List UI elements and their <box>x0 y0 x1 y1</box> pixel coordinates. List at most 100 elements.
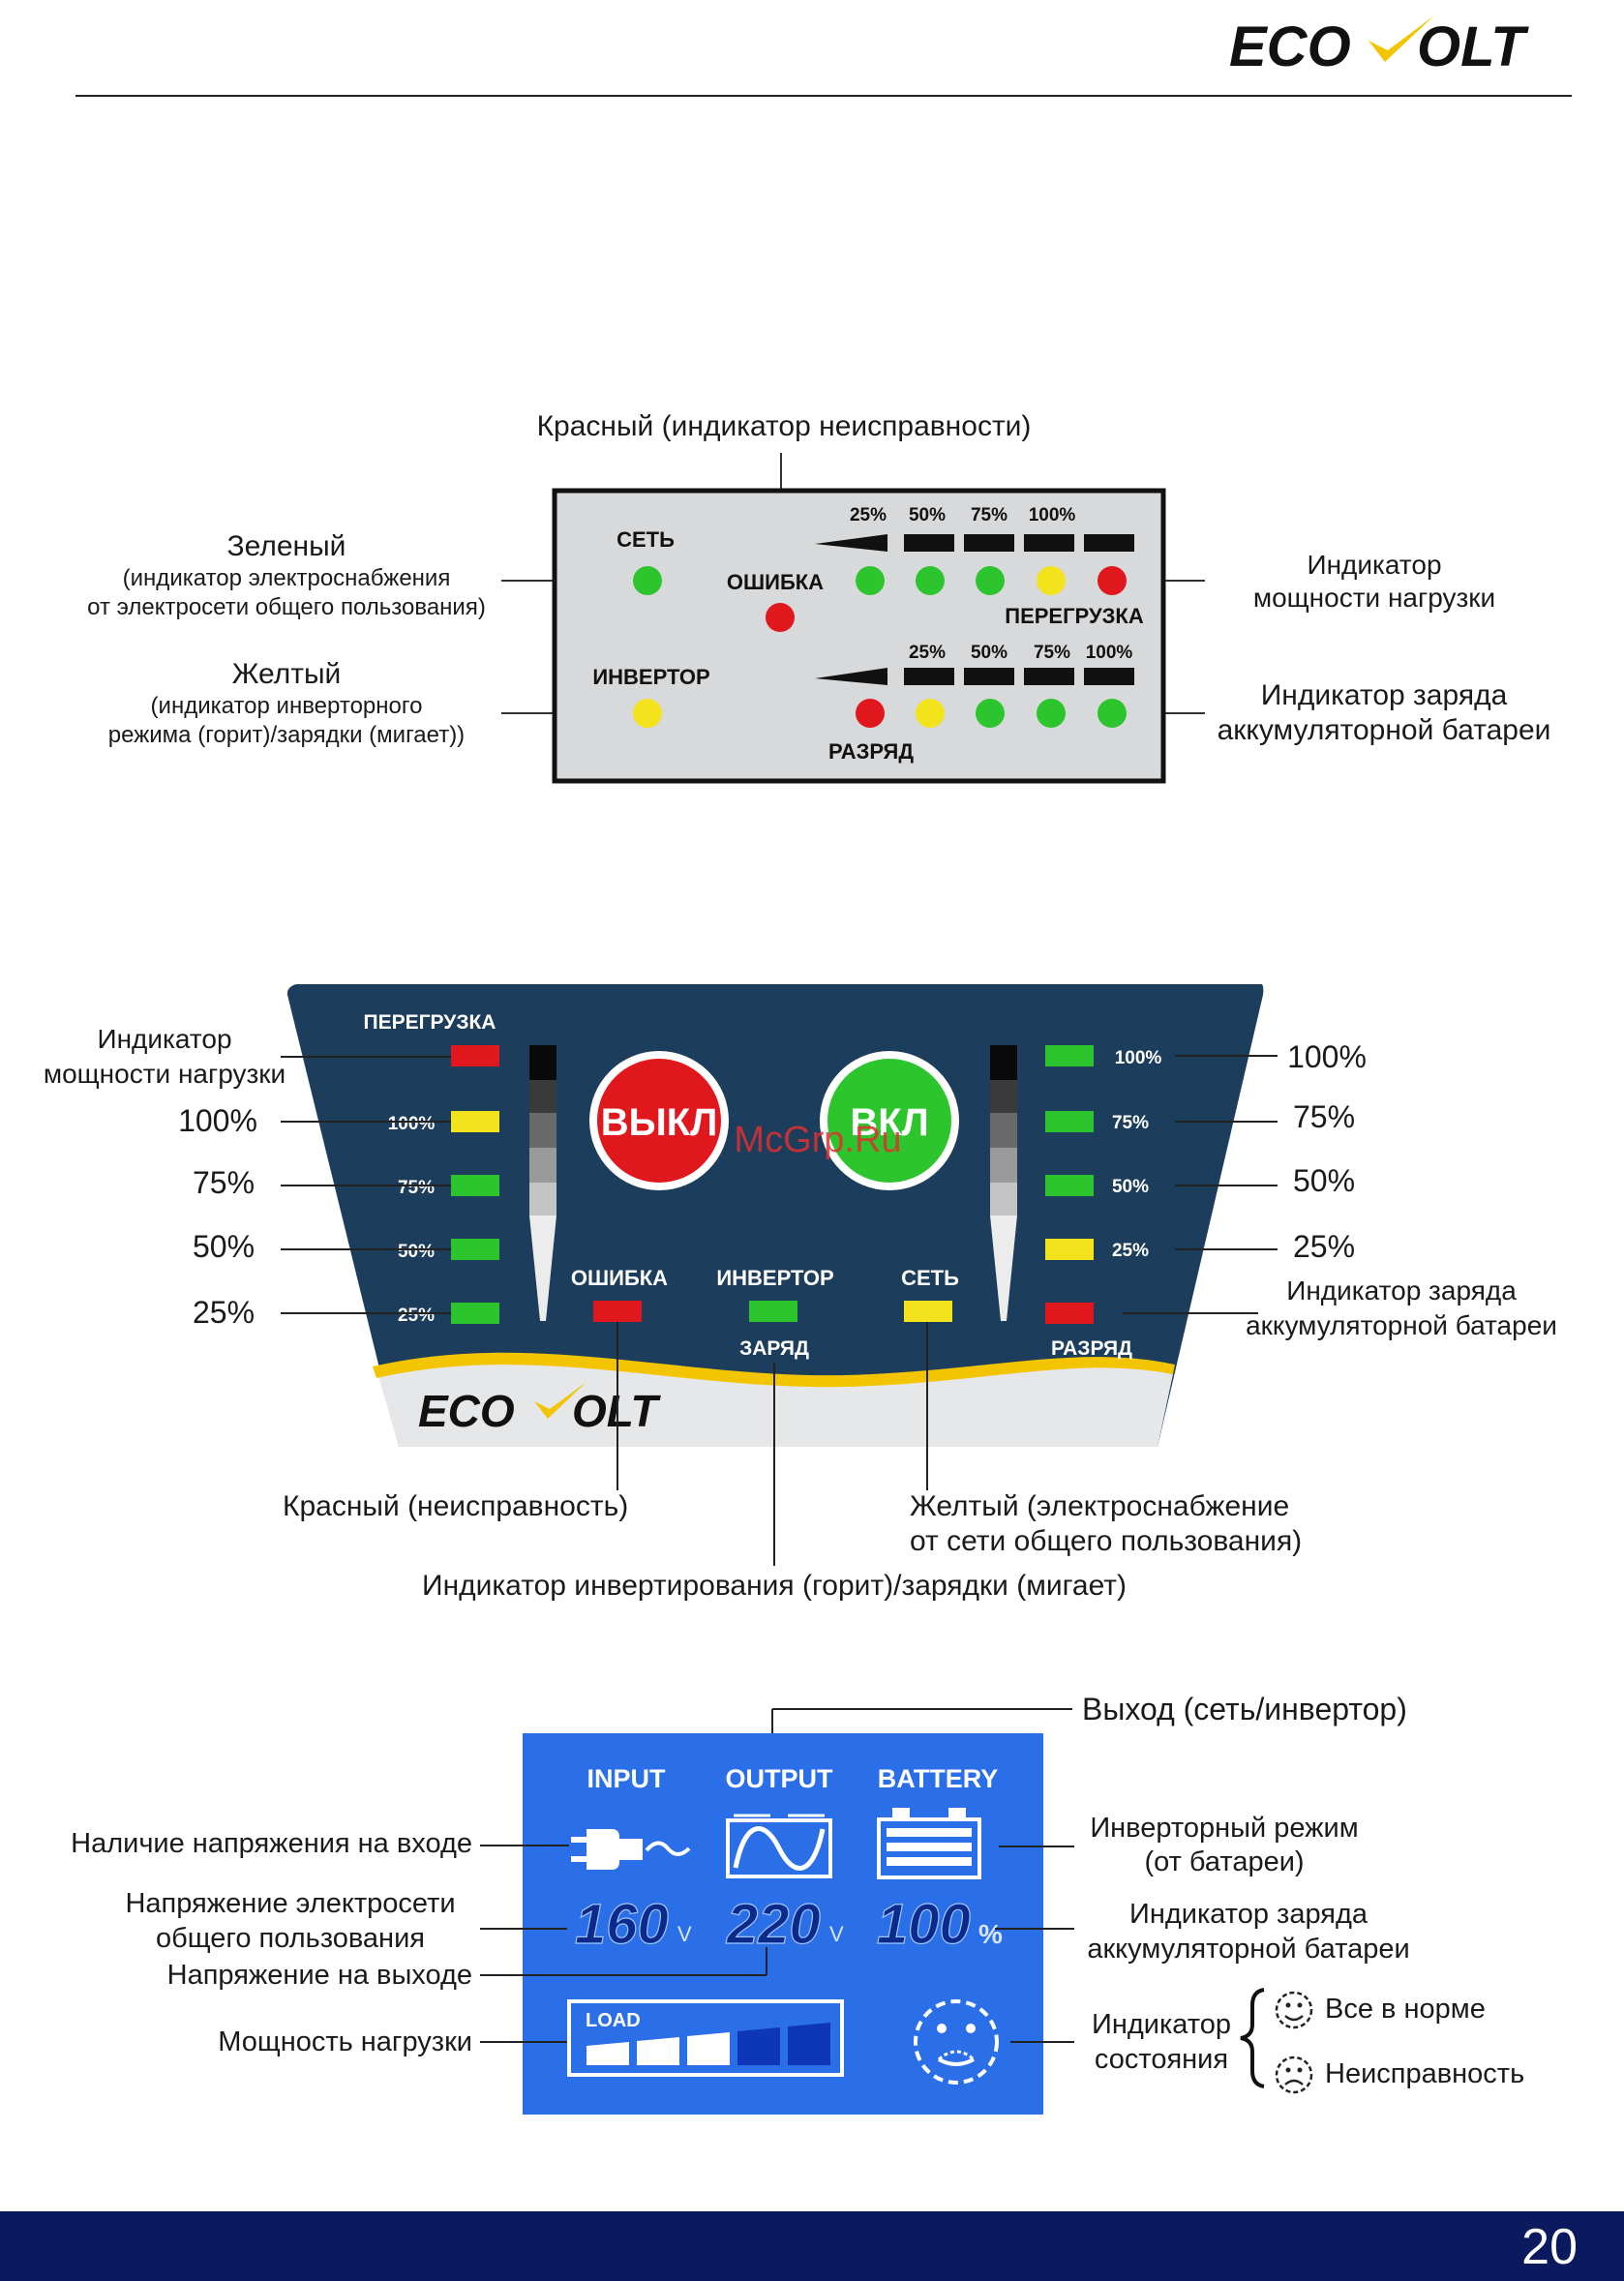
p2-error-led <box>593 1301 642 1322</box>
p2-error-label: ОШИБКА <box>571 1266 668 1290</box>
p3-output-callout: Выход (сеть/инвертор) <box>1082 1692 1407 1726</box>
battery-icon <box>877 1808 981 1879</box>
p3-load-segment <box>788 2023 830 2065</box>
p2-on-button[interactable] <box>827 1059 951 1183</box>
p2-callout-line-inverter <box>773 1490 775 1566</box>
p3-battery-unit: % <box>978 1919 1003 1949</box>
p3-battery-label: BATTERY <box>878 1764 999 1793</box>
p2-left-callout: 50% <box>192 1229 256 1264</box>
p2-left-callout: 25% <box>192 1295 256 1330</box>
p1-load-pct: 25% <box>850 505 887 525</box>
p1-batt-led <box>1098 699 1127 728</box>
p2-red-fault-label: Красный (неисправность) <box>283 1490 629 1522</box>
front-panel-diagram: ECO OLT ПЕРЕГРУЗКА 100% 75% 50% 25% 100%… <box>281 984 1278 1490</box>
p3-output-label: OUTPUT <box>726 1764 834 1793</box>
p3-battery-value: 100 <box>877 1893 971 1956</box>
p3-status-fault: Неисправность <box>1325 2058 1525 2089</box>
p3-input-label: INPUT <box>587 1764 667 1793</box>
p1-discharge-label: РАЗРЯД <box>828 739 914 764</box>
header-rule <box>75 95 1572 97</box>
page-number: 20 <box>1521 2219 1578 2275</box>
p1-load-led <box>916 566 945 595</box>
p1-load-led <box>976 566 1005 595</box>
p1-load-led <box>856 566 885 595</box>
p3-input-voltage-value: 160 <box>575 1893 669 1956</box>
p2-inverter-label: ИНВЕРТОР <box>716 1266 833 1290</box>
p2-right-led-label: 100% <box>1115 1048 1162 1068</box>
p1-inverter-led <box>633 699 662 728</box>
p1-load-pct: 100% <box>1029 505 1076 525</box>
p2-load-ind1: Индикатор <box>97 1024 232 1054</box>
p3-input-unit: V <box>677 1922 692 1946</box>
p2-left-led-label: 25% <box>398 1306 435 1326</box>
p2-on-button-label: ВКЛ <box>850 1101 928 1144</box>
p2-left-led <box>451 1303 499 1324</box>
p1-overload-label: ПЕРЕГРУЗКА <box>1005 604 1144 628</box>
p1-batt-led <box>916 699 945 728</box>
p3-load-box <box>567 1999 844 2077</box>
p1-green-desc2: от электросети общего пользования) <box>87 594 486 620</box>
p3-output-unit: V <box>829 1922 844 1946</box>
p2-right-led-label: 50% <box>1112 1177 1149 1197</box>
p1-batt-led <box>856 699 885 728</box>
p1-inverter-label: ИНВЕРТОР <box>592 665 709 689</box>
p3-load-segment <box>586 2042 629 2065</box>
p2-inverter-led <box>749 1301 797 1322</box>
p3-left-grid2: общего пользования <box>156 1923 425 1954</box>
p2-discharge-label: РАЗРЯД <box>1051 1337 1132 1360</box>
p2-left-level-bar <box>529 1216 556 1321</box>
led-panel-diagram: СЕТЬ ОШИБКА ИНВЕРТОР ПЕРЕГРУЗКА РАЗРЯД 2… <box>501 488 1205 784</box>
p1-load-segment <box>1084 534 1134 552</box>
p1-overload-led <box>1098 566 1127 595</box>
p1-error-led <box>766 603 795 632</box>
p3-output-voltage-value: 220 <box>726 1893 821 1956</box>
p2-left-callout: 100% <box>178 1103 257 1138</box>
p3-load-label: LOAD <box>586 2010 641 2031</box>
p3-left-grid1: Напряжение электросети <box>125 1888 456 1919</box>
p2-left-led-label: 75% <box>398 1178 435 1198</box>
p2-right-callout: 100% <box>1287 1039 1367 1074</box>
p3-load-bar-segments <box>586 2023 830 2065</box>
p1-green-title: Зеленый <box>226 530 346 562</box>
p2-charge-label: ЗАРЯД <box>739 1337 809 1360</box>
p1-load-segment <box>964 534 1014 552</box>
p2-right-callout: 50% <box>1292 1163 1356 1198</box>
p2-left-led <box>451 1111 499 1132</box>
p3-status-ok: Все в норме <box>1325 1994 1486 2025</box>
logo-olt-text: OLT <box>1417 15 1529 78</box>
p2-right-led <box>1045 1045 1094 1066</box>
p3-load-segment <box>687 2032 730 2065</box>
p1-batt-led <box>1037 699 1066 728</box>
p1-load-segment <box>904 534 954 552</box>
p2-off-button[interactable] <box>597 1059 721 1183</box>
p2-batt-ind1: Индикатор заряда <box>1286 1276 1517 1306</box>
p2-left-led-label: 50% <box>398 1242 435 1262</box>
p1-net-label: СЕТЬ <box>617 527 675 552</box>
sad-face-icon <box>1275 2056 1313 2094</box>
p1-batt-pct: 100% <box>1086 643 1133 663</box>
p1-batt-pct: 50% <box>971 643 1007 663</box>
p2-load-ind2: мощности нагрузки <box>43 1059 286 1089</box>
p1-yellow-title: Желтый <box>231 658 342 690</box>
smile-face-icon <box>1275 1991 1313 2029</box>
p3-status-label1: Индикатор <box>1091 2009 1231 2040</box>
check-mark-icon <box>1368 15 1434 62</box>
sine-wave-icon <box>726 1814 832 1878</box>
p2-left-led <box>451 1239 499 1260</box>
p1-right-load1: Индикатор <box>1307 550 1442 580</box>
header-logo: ECO OLT <box>1227 12 1576 79</box>
p2-net-label: СЕТЬ <box>901 1266 959 1290</box>
p1-batt-led <box>976 699 1005 728</box>
p1-batt-segment <box>904 668 954 685</box>
p2-right-led <box>1045 1175 1094 1196</box>
p3-load-segment <box>737 2027 780 2065</box>
logo-eco-text: ECO <box>1229 15 1351 78</box>
p2-yellow-net2: от сети общего пользования) <box>910 1525 1303 1557</box>
p2-left-callout: 75% <box>192 1165 256 1200</box>
p2-right-led <box>1045 1239 1094 1260</box>
p2-inverter-ind-label: Индикатор инвертирования (горит)/зарядки… <box>422 1570 1127 1602</box>
p1-load-segment <box>1024 534 1074 552</box>
p3-left-load-power: Мощность нагрузки <box>218 2026 472 2057</box>
p3-right-inv2: (от батареи) <box>1144 1846 1305 1877</box>
p2-overload-led <box>451 1045 499 1066</box>
